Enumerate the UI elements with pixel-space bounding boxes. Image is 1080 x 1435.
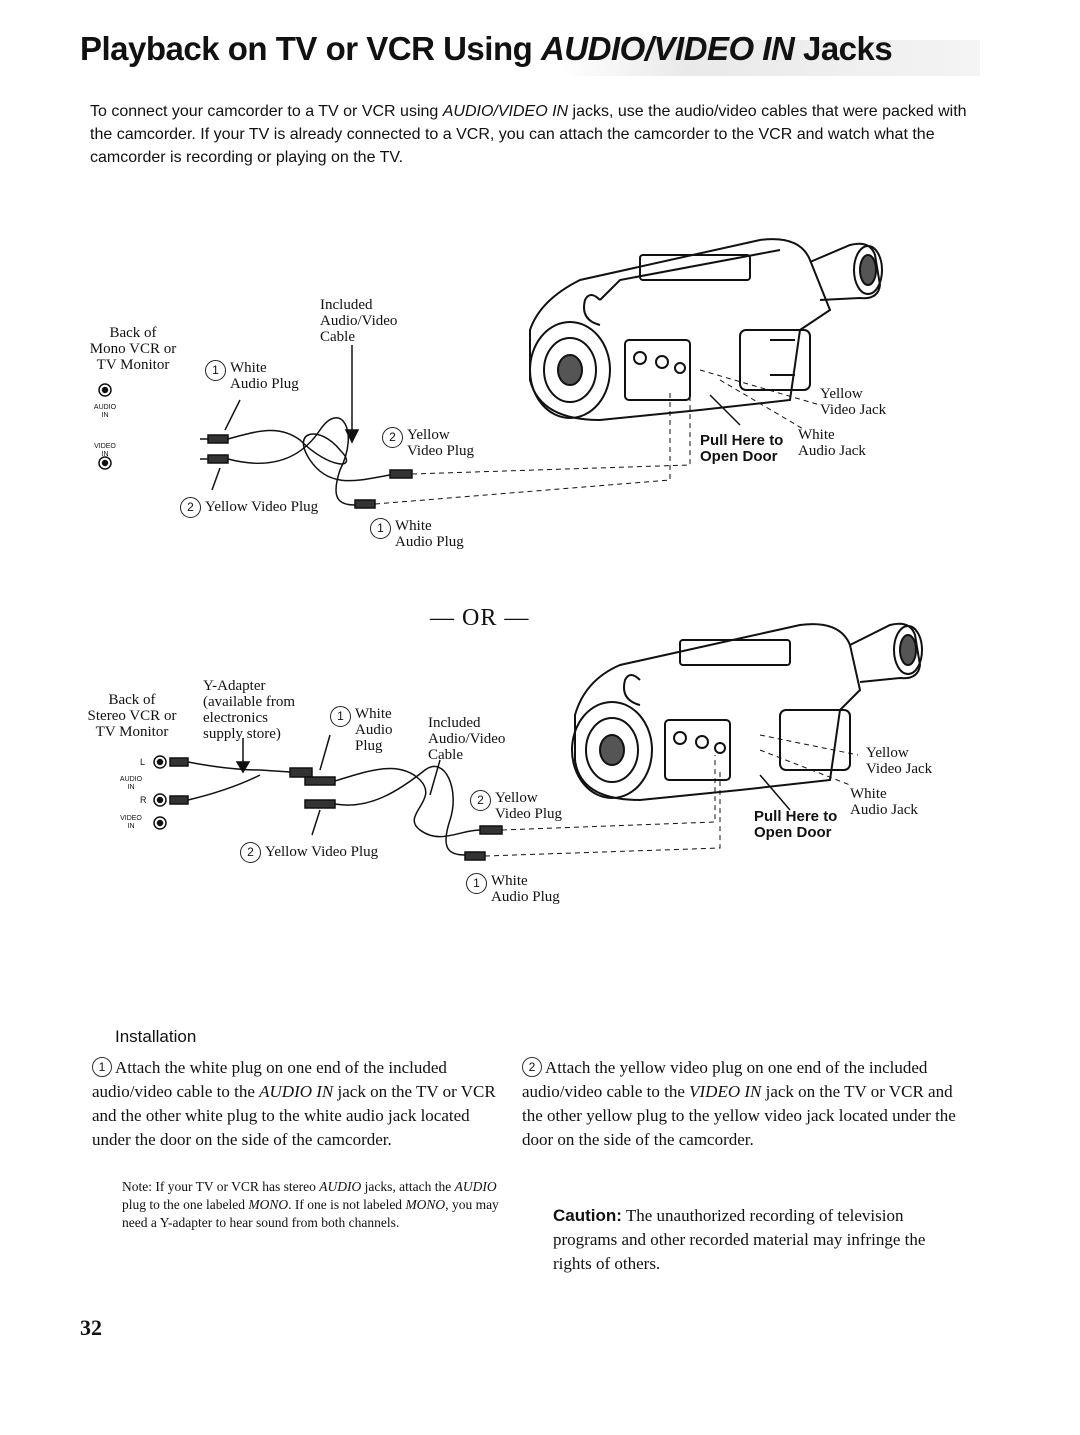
note-italic-2: AUDIO (454, 1179, 497, 1194)
note-text-1: If your TV or VCR has stereo (152, 1179, 320, 1194)
right-audio-jack-icon (153, 793, 167, 807)
step-2-italic: VIDEO IN (689, 1082, 762, 1101)
caution-paragraph: Caution: The unauthorized recording of t… (553, 1204, 933, 1276)
step-number-1b: 1 (370, 518, 391, 539)
video-jack-2-icon (153, 816, 167, 830)
intro-text-2: jacks, use the audio/video cables that w… (90, 103, 967, 166)
pull-here-label: Pull Here to Open Door (700, 432, 784, 465)
intro-text-1: To connect your camcorder to a TV or VCR… (90, 103, 443, 120)
white-plug-icon (207, 434, 229, 444)
step-2-text-1: Attach the yellow video plug on one end … (522, 1058, 928, 1101)
yellow-video-jack-label-2: Yellow Video Jack (866, 745, 933, 777)
white-plug-2-text: White Audio Plug (355, 706, 393, 754)
title-text-italic: AUDIO/VIDEO IN (540, 30, 795, 67)
caution-text: The unauthorized recording of television… (553, 1206, 926, 1273)
video-in-label: VIDEO IN (94, 443, 116, 458)
step-number-1c: 1 (330, 706, 351, 727)
caution-label: Caution: (553, 1206, 622, 1225)
left-channel-label: L (140, 757, 146, 767)
y-adapter-label: Y-Adapter (available from electronics su… (203, 678, 296, 742)
intro-paragraph: To connect your camcorder to a TV or VCR… (90, 100, 970, 169)
step-number-1: 1 (205, 360, 226, 381)
video-jack-icon (98, 456, 112, 470)
mono-vcr-back-label: Back of Mono VCR or TV Monitor (89, 325, 177, 373)
audio-jack-icon (98, 383, 112, 397)
step-number-2b: 2 (180, 497, 201, 518)
title-text-1: Playback on TV or VCR Using (80, 30, 541, 67)
white-plug-text: White Audio Plug (230, 360, 299, 392)
video-in-label-2: VIDEO IN (120, 815, 142, 830)
yellow-video-jack-label: Yellow Video Jack (820, 386, 887, 418)
note-text-4: . If one is not labeled (288, 1197, 406, 1212)
page-number: 32 (80, 1315, 102, 1340)
step-number-1d: 1 (466, 873, 487, 894)
y-adapter-cable-icon (187, 761, 291, 773)
step-1-italic: AUDIO IN (259, 1082, 334, 1101)
y-adapter-plug-icon (169, 757, 189, 767)
stereo-vcr-back-label: Back of Stereo VCR or TV Monitor (87, 692, 177, 740)
white-audio-jack-label: White Audio Jack (798, 427, 866, 459)
title-text-2: Jacks (794, 30, 893, 67)
installation-heading: Installation (115, 1027, 197, 1046)
audio-in-label: AUDIO IN (93, 404, 117, 419)
camcorder-illustration-2 (571, 622, 923, 802)
intro-italic: AUDIO/VIDEO IN (442, 103, 569, 120)
white-plug-bottom-text: White Audio Plug (395, 518, 464, 550)
step-2-text-2: jack on the TV or VCR and the other yell… (522, 1082, 956, 1149)
right-channel-label: R (140, 795, 147, 805)
left-audio-jack-icon (153, 755, 167, 769)
note-text-3: plug to the one labeled (122, 1197, 249, 1212)
included-cable-label-2: Included Audio/Video Cable (428, 715, 506, 763)
step-2-number: 2 (522, 1057, 542, 1077)
step-1-text-1: Attach the white plug on one end of the … (92, 1058, 447, 1101)
step-number-2d: 2 (240, 842, 261, 863)
step-number-2c: 2 (470, 790, 491, 811)
step-1-text-2: jack on the TV or VCR and the other whit… (92, 1082, 496, 1149)
yellow-plug-left-text: Yellow Video Plug (205, 498, 319, 515)
note-label: Note: (122, 1179, 152, 1194)
av-cable-icon (227, 429, 391, 482)
step-1-number: 1 (92, 1057, 112, 1077)
yellow-plug-left-2-text: Yellow Video Plug (265, 843, 379, 860)
white-audio-jack-label-2: White Audio Jack (850, 786, 918, 818)
note-italic-4: MONO (405, 1197, 446, 1212)
white-plug-bottom-2-text: White Audio Plug (491, 873, 560, 905)
camcorder-illustration (529, 238, 883, 422)
audio-in-label-2: AUDIO IN (119, 776, 143, 791)
note-text-5: , you may need a Y-adapter to hear sound… (122, 1197, 499, 1230)
note-italic-1: AUDIO (319, 1179, 362, 1194)
yellow-plug-2-text: Yellow Video Plug (495, 790, 563, 822)
yellow-plug-icon (207, 454, 229, 464)
or-divider: — OR — (430, 605, 530, 631)
installation-note: Note: If your TV or VCR has stereo AUDIO… (122, 1178, 502, 1232)
yellow-plug-text: Yellow Video Plug (407, 427, 475, 459)
included-cable-label: Included Audio/Video Cable (320, 297, 398, 345)
page-title: Playback on TV or VCR Using AUDIO/VIDEO … (80, 30, 893, 68)
pull-here-label-2: Pull Here to Open Door (754, 808, 838, 841)
note-text-2: jacks, attach the (361, 1179, 455, 1194)
step-number-2: 2 (382, 427, 403, 448)
note-italic-3: MONO (248, 1197, 289, 1212)
title-shading (560, 40, 980, 76)
